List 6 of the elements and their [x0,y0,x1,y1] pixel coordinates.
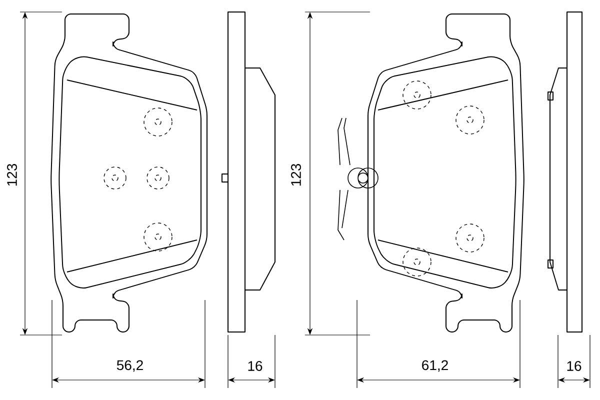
dimension-label: 123 [7,164,17,186]
dimension-label: 16 [567,361,582,371]
dimension-label: 16 [248,361,262,371]
dimension-label: 61,2 [422,360,448,372]
dimension-label: 56,2 [116,360,143,372]
dimension-label: 123 [291,164,301,186]
